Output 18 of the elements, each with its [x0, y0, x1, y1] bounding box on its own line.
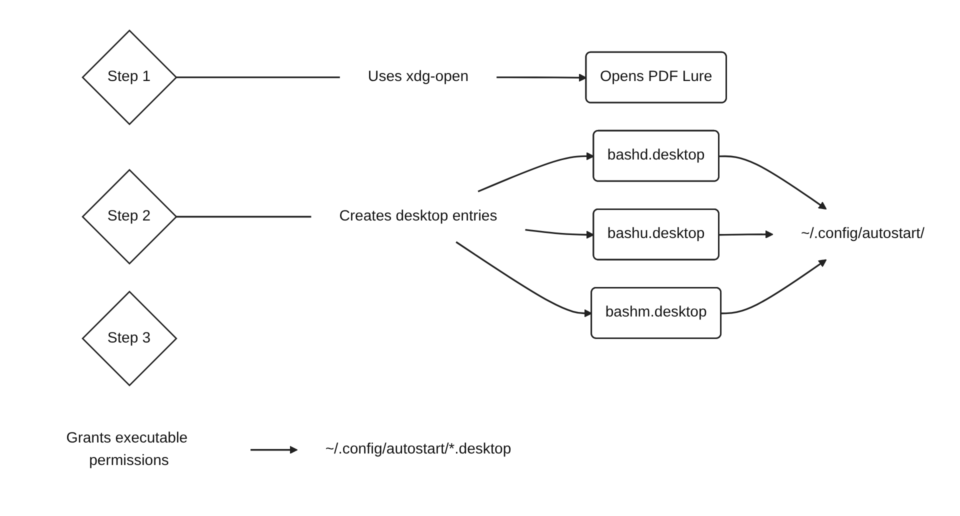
arrow — [478, 152, 594, 192]
node-diamond: Step 3 — [82, 290, 178, 386]
arrow — [719, 154, 827, 210]
node-text: Creates desktop entries — [339, 208, 498, 224]
node-diamond: Step 1 — [82, 29, 178, 125]
connector — [176, 76, 340, 78]
arrow — [456, 240, 592, 317]
node-text: Uses xdg-open — [368, 68, 469, 84]
connector — [176, 215, 312, 218]
arrow — [719, 230, 774, 238]
arrow — [250, 445, 298, 454]
node-text: ~/.config/autostart/ — [801, 226, 924, 242]
node-diamond: Step 2 — [82, 168, 178, 264]
arrow — [525, 228, 594, 238]
arrow — [496, 73, 587, 82]
arrow — [721, 258, 827, 314]
node-text: Grants executable permissions — [66, 430, 188, 468]
node-text: ~/.config/autostart/*.desktop — [325, 441, 512, 457]
